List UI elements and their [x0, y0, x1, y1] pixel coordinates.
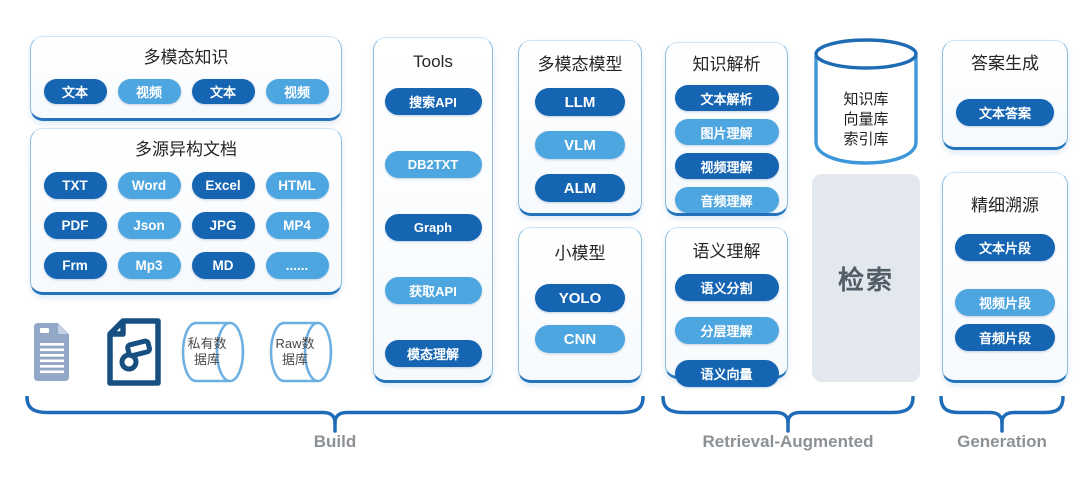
pill-format: Json — [117, 212, 181, 239]
build-label: Build — [313, 432, 357, 451]
pill-format: MP4 — [265, 212, 329, 239]
retrieve-box: 检索 — [812, 174, 920, 382]
pill-yolo: YOLO — [535, 284, 625, 312]
pill-text-parsing: 文本解析 — [674, 85, 779, 111]
pill-format: ...... — [265, 252, 329, 279]
pill-text-answer: 文本答案 — [956, 99, 1054, 126]
raw-database-cylinder: Raw数 据库 — [268, 320, 334, 384]
pill-hierarchical-understanding: 分层理解 — [674, 317, 779, 344]
pill-alm: ALM — [535, 174, 625, 202]
tools-pills: 搜索API DB2TXT Graph 获取API 模态理解 — [374, 88, 492, 367]
semantic-understanding-pills: 语义分割 分层理解 语义向量 — [666, 274, 787, 387]
small-models-panel: 小模型 YOLO CNN — [518, 227, 642, 383]
semantic-understanding-title: 语义理解 — [692, 242, 761, 261]
pill-video: 视频 — [265, 79, 329, 104]
document-lines-icon — [32, 321, 72, 383]
tools-title: Tools — [413, 52, 453, 71]
pill-audio-fragment: 音频片段 — [955, 324, 1055, 351]
pill-vlm: VLM — [535, 131, 625, 159]
pill-format: Mp3 — [117, 252, 181, 279]
pill-fetch-api: 获取API — [384, 277, 482, 304]
fine-tracing-pills: 文本片段 视频片段 音频片段 — [943, 234, 1067, 351]
pill-format: HTML — [265, 172, 329, 199]
pill-format: Frm — [43, 252, 107, 279]
heterogeneous-docs-title: 多源异构文档 — [135, 140, 237, 159]
retrieve-label: 检索 — [837, 264, 894, 295]
small-models-title: 小模型 — [554, 244, 606, 263]
knowledge-parsing-pills: 文本解析 图片理解 视频理解 音频理解 — [666, 85, 787, 213]
small-models-pills: YOLO CNN — [519, 284, 641, 353]
pill-db2txt: DB2TXT — [384, 151, 482, 178]
multimodal-models-title: 多模态模型 — [537, 55, 623, 74]
knowledge-store-cylinder: 知识库 向量库 索引库 — [810, 36, 922, 166]
pill-format: JPG — [191, 212, 255, 239]
pill-format: TXT — [43, 172, 107, 199]
fine-tracing-title: 精细溯源 — [971, 196, 1039, 215]
pill-search-api: 搜索API — [384, 88, 482, 115]
semantic-understanding-panel: 语义理解 语义分割 分层理解 语义向量 — [665, 227, 788, 387]
pill-graph: Graph — [384, 214, 482, 241]
pill-text: 文本 — [43, 79, 107, 104]
pill-cnn: CNN — [535, 325, 625, 353]
tools-panel: Tools 搜索API DB2TXT Graph 获取API 模态理解 — [373, 37, 493, 383]
answer-generation-pills: 文本答案 — [943, 99, 1067, 126]
pill-semantic-vector: 语义向量 — [674, 360, 779, 387]
pill-semantic-segmentation: 语义分割 — [674, 274, 779, 301]
pill-format: PDF — [43, 212, 107, 239]
multimodal-knowledge-panel: 多模态知识 文本 视频 文本 视频 — [30, 36, 342, 121]
multimodal-knowledge-pills: 文本 视频 文本 视频 — [31, 79, 341, 104]
pill-format: MD — [191, 252, 255, 279]
heterogeneous-docs-pills: TXT Word Excel HTML PDF Json JPG MP4 Frm… — [31, 172, 341, 279]
heterogeneous-docs-panel: 多源异构文档 TXT Word Excel HTML PDF Json JPG … — [30, 128, 342, 295]
multimodal-models-pills: LLM VLM ALM — [519, 88, 641, 202]
knowledge-parsing-panel: 知识解析 文本解析 图片理解 视频理解 音频理解 — [665, 42, 788, 216]
generation-label: Generation — [957, 432, 1047, 451]
multimodal-knowledge-title: 多模态知识 — [143, 48, 229, 67]
pill-format: Excel — [191, 172, 255, 199]
pill-llm: LLM — [535, 88, 625, 116]
answer-generation-title: 答案生成 — [971, 54, 1039, 73]
answer-generation-panel: 答案生成 文本答案 — [942, 40, 1068, 150]
build-brace — [25, 396, 645, 433]
pill-video: 视频 — [117, 79, 181, 104]
pill-video-understanding: 视频理解 — [674, 153, 779, 179]
raw-database-label: Raw数 据库 — [275, 336, 315, 367]
private-database-cylinder: 私有数 据库 — [180, 320, 246, 384]
pill-image-understanding: 图片理解 — [674, 119, 779, 145]
pill-modality-understanding: 模态理解 — [384, 340, 482, 367]
multimodal-models-panel: 多模态模型 LLM VLM ALM — [518, 40, 642, 216]
retrieval-augmented-brace — [661, 396, 915, 433]
pill-text: 文本 — [191, 79, 255, 104]
private-database-label: 私有数 据库 — [187, 336, 227, 367]
retrieval-augmented-label: Retrieval-Augmented — [702, 432, 874, 451]
pill-text-fragment: 文本片段 — [955, 234, 1055, 261]
knowledge-store-label: 知识库 向量库 索引库 — [843, 91, 889, 148]
generation-brace — [939, 396, 1065, 433]
pill-format: Word — [117, 172, 181, 199]
pill-video-fragment: 视频片段 — [955, 289, 1055, 316]
fine-tracing-panel: 精细溯源 文本片段 视频片段 音频片段 — [942, 172, 1068, 383]
pill-audio-understanding: 音频理解 — [674, 187, 779, 213]
document-gear-icon — [106, 318, 162, 386]
knowledge-parsing-title: 知识解析 — [692, 55, 761, 74]
